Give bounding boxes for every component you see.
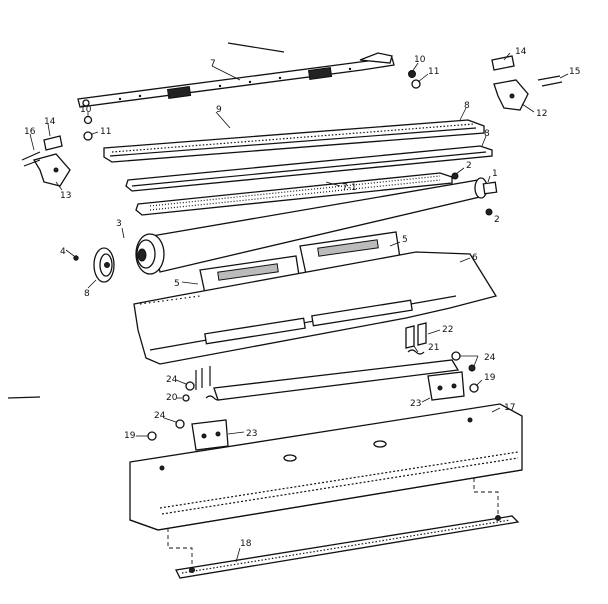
callout-2-right: 2 [494,215,500,225]
part-18-bottom-strip [175,515,520,579]
callout-8-knob: 8 [84,289,90,299]
callout-7: 7 [210,59,216,69]
callout-8-bar-end: 8 [484,129,490,139]
callout-labels: 7 10 11 14 15 12 10 11 14 16 13 9 8 8 2 … [24,47,580,549]
callout-11-left: 11 [100,127,111,137]
part-9-toothed-rack [103,119,485,163]
part-6-paper-pan [133,251,498,365]
callout-20: 20 [166,393,178,403]
callout-17: 17 [504,403,515,413]
callout-23-right: 23 [410,399,421,409]
callout-23-left: 23 [246,429,257,439]
part-3-platen-knob [73,247,115,283]
callout-24-left: 24 [166,375,178,385]
callout-5-left: 5 [174,279,180,289]
stray-line-top [227,42,285,53]
part-1-platen-roller [135,172,498,275]
callout-10-right: 10 [414,55,426,65]
callout-14-right: 14 [515,47,527,57]
callout-10-left: 10 [80,105,92,115]
part-13-left-bracket [21,115,93,187]
part-support-bar [213,359,460,401]
callout-11-right: 11 [428,67,439,77]
callout-15: 15 [569,67,580,77]
callout-2-top: 2 [466,161,472,171]
fastener-screws [147,351,479,441]
callout-13: 13 [60,191,71,201]
callout-18: 18 [240,539,252,549]
callout-16: 16 [24,127,36,137]
stray-line-left [7,396,41,399]
part-7-top-rod [77,52,395,108]
part-7-1-scale-bar [135,172,453,216]
callout-12: 12 [536,109,547,119]
callout-24-right: 24 [484,353,496,363]
callout-22: 22 [442,325,453,335]
part-23-brackets [191,371,465,451]
leader-lines [29,52,569,563]
callout-6: 6 [472,253,478,263]
callout-5-right: 5 [402,235,408,245]
callout-8-bar: 8 [464,101,470,111]
alignment-line-left [167,528,193,566]
callout-19-right: 19 [484,373,496,383]
callout-14-left: 14 [44,117,56,127]
callout-9: 9 [216,105,222,115]
callout-1: 1 [492,169,498,179]
callout-7-1: 7-1 [342,183,357,193]
callout-21: 21 [428,343,439,353]
callout-24-lower: 24 [154,411,166,421]
part-12-right-bracket [408,55,563,111]
callout-19-left: 19 [124,431,136,441]
callout-4: 4 [60,247,66,257]
callout-3-top: 3 [116,219,122,229]
alignment-line-right [473,478,499,514]
part-17-base-plate [129,403,523,531]
part-8-flat-bar [125,145,493,192]
